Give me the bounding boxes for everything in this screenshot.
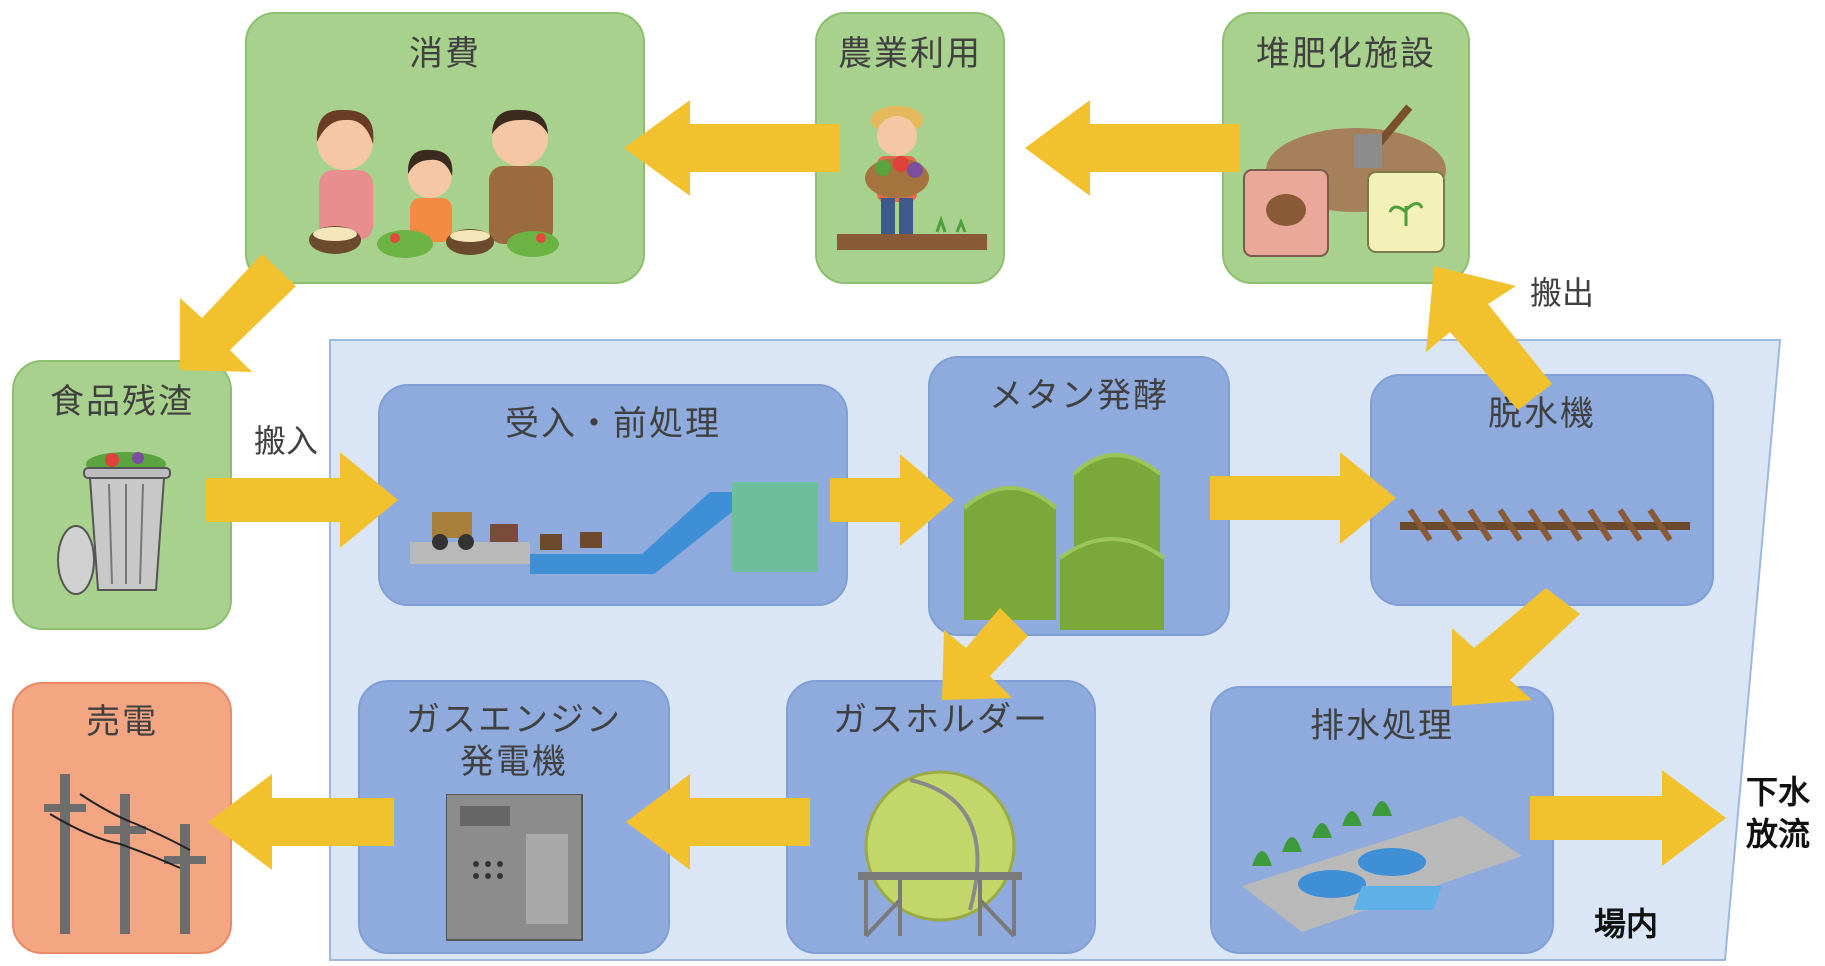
gas-sphere-icon bbox=[858, 770, 1022, 938]
arrow-methane-to-dewater bbox=[1210, 452, 1396, 544]
node-consumption: 消費 bbox=[245, 12, 645, 284]
generator-icon bbox=[446, 794, 583, 941]
arrow-wastewater-to-discharge bbox=[1530, 770, 1726, 866]
discharge-label-1: 下水 bbox=[1746, 773, 1811, 811]
node-gas-engine-label-1: ガスエンジン bbox=[406, 700, 622, 740]
arrow-agriculture-to-consumption bbox=[624, 100, 840, 196]
node-dewater-label: 脱水機 bbox=[1488, 394, 1596, 434]
arrow-gas-engine-to-power-sale bbox=[208, 774, 394, 870]
node-compost: 堆肥化施設 bbox=[1222, 12, 1470, 284]
node-gas-engine-label-2: 発電機 bbox=[460, 742, 568, 782]
farmer-icon bbox=[837, 106, 987, 250]
node-gas-holder-label: ガスホルダー bbox=[833, 700, 1049, 740]
treatment-plant-icon bbox=[1242, 801, 1522, 932]
node-methane-label: メタン発酵 bbox=[989, 376, 1169, 416]
screw-press-icon bbox=[1400, 508, 1690, 542]
conveyor-icon bbox=[410, 482, 818, 574]
premises-label: 場内 bbox=[1594, 905, 1659, 943]
digester-tanks-icon bbox=[964, 453, 1166, 630]
node-wastewater-label: 排水処理 bbox=[1310, 706, 1454, 746]
discharge-label-2: 放流 bbox=[1746, 815, 1811, 853]
arrow-dewater-to-compost bbox=[1426, 266, 1552, 410]
arrow-compost-to-agriculture bbox=[1025, 100, 1240, 196]
family-eating-icon bbox=[309, 109, 559, 258]
node-agriculture-label: 農業利用 bbox=[838, 34, 982, 74]
carry-out-label: 搬出 bbox=[1530, 274, 1595, 312]
arrow-consumption-to-food-waste bbox=[180, 254, 296, 372]
carry-in-label: 搬入 bbox=[254, 422, 319, 460]
trash-can-icon bbox=[57, 452, 171, 595]
power-pylon-icon bbox=[44, 774, 206, 934]
arrow-food-waste-to-reception bbox=[206, 452, 398, 548]
node-power-sale-label: 売電 bbox=[86, 702, 158, 742]
compost-bags-icon bbox=[1243, 104, 1446, 257]
node-reception: 受入・前処理 bbox=[378, 384, 848, 606]
node-gas-holder: ガスホルダー bbox=[786, 680, 1096, 954]
arrow-methane-to-gas-holder bbox=[942, 608, 1028, 700]
arrow-reception-to-methane bbox=[830, 454, 954, 546]
node-food-waste: 食品残渣 bbox=[12, 360, 232, 630]
arrow-gas-holder-to-gas-engine bbox=[626, 774, 810, 870]
arrow-dewater-to-wastewater bbox=[1452, 588, 1580, 706]
node-reception-label: 受入・前処理 bbox=[505, 404, 721, 444]
node-food-waste-label: 食品残渣 bbox=[50, 382, 194, 422]
node-gas-engine: ガスエンジン 発電機 bbox=[358, 680, 670, 954]
node-compost-label: 堆肥化施設 bbox=[1256, 34, 1436, 74]
node-wastewater: 排水処理 bbox=[1210, 686, 1554, 954]
node-agriculture: 農業利用 bbox=[815, 12, 1005, 284]
node-consumption-label: 消費 bbox=[409, 34, 481, 74]
node-dewater: 脱水機 bbox=[1370, 374, 1714, 606]
